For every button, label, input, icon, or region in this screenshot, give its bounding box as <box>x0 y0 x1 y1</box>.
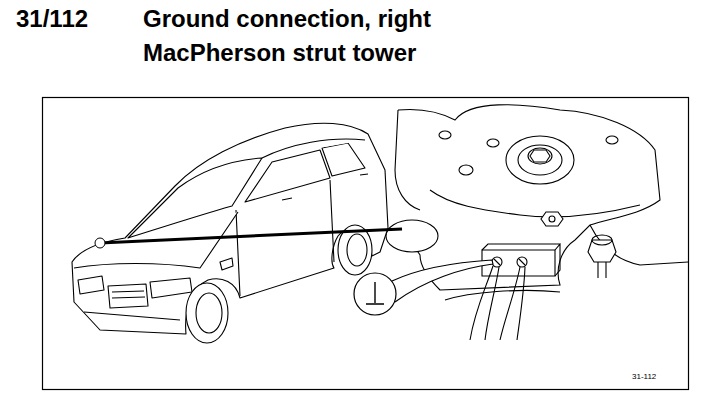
page-title: Ground connection, right MacPherson stru… <box>143 2 503 70</box>
pointer-line <box>100 229 402 243</box>
strut-tower-detail <box>395 105 688 340</box>
figure-number: 31/112 <box>16 2 88 36</box>
detail-callout <box>386 220 438 252</box>
pointer-origin <box>95 238 105 248</box>
ground-symbol-callout <box>354 260 493 315</box>
frame <box>43 98 689 390</box>
figure-code: 31-112 <box>632 372 656 382</box>
